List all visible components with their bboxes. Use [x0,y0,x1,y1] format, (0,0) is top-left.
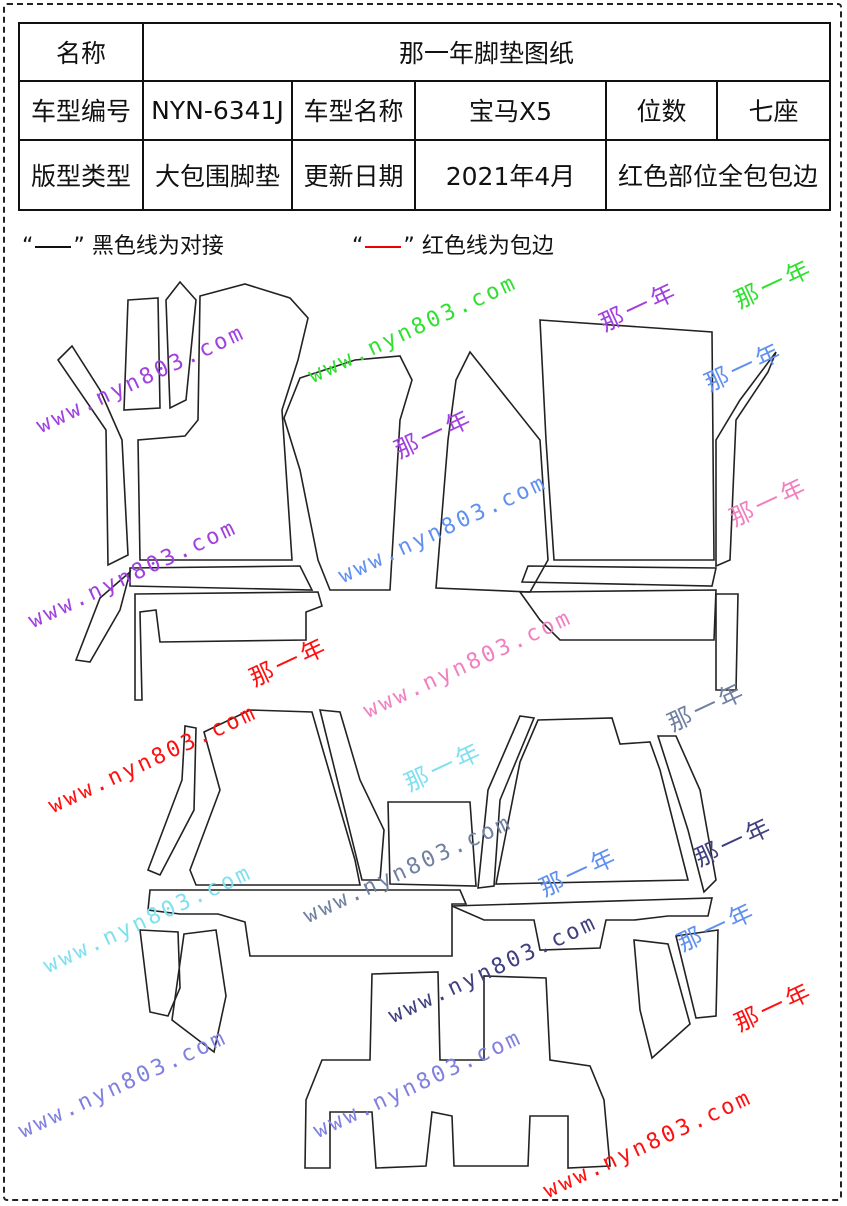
mat-piece [129,565,314,591]
mat-piece [137,283,309,561]
mat-piece [147,889,468,957]
mat-piece [146,725,197,877]
page-border [3,3,842,1201]
quote: ” [403,234,415,259]
mat-piece [539,319,715,561]
type-label: 版型类型 [18,139,144,211]
mat-piece [675,929,719,1019]
mat-piece [304,971,611,1169]
mat-piece [495,717,690,885]
model-name-value: 宝马X5 [414,79,607,142]
mat-piece [283,355,413,591]
model-code-label: 车型编号 [18,79,144,142]
legend-red-text: 红色线为包边 [421,234,554,259]
mat-piece [134,591,323,701]
mat-piece [656,735,717,894]
mat-piece [435,350,549,593]
mat-piece [715,351,777,568]
mat-piece [318,709,385,881]
mat-piece [715,593,739,691]
mat-piece [518,589,717,641]
legend-black: “ ” 黑色线为对接 [22,228,224,260]
mat-piece [387,801,477,887]
mat-piece [123,297,161,411]
date-value: 2021年4月 [414,139,607,211]
black-line-sample [35,246,72,248]
type-value: 大包围脚垫 [142,139,293,211]
mat-piece [165,280,197,410]
info-table: 名称 那一年脚垫图纸 车型编号 NYN-6341J 车型名称 宝马X5 位数 七… [18,22,832,211]
quote: “ [352,234,364,259]
mat-piece [56,344,129,567]
mat-piece [189,709,361,886]
model-code-value: NYN-6341J [142,79,293,142]
seats-label: 位数 [605,79,718,142]
model-name-label: 车型名称 [291,79,416,142]
mat-piece [451,897,714,951]
name-value: 那一年脚垫图纸 [141,22,832,82]
legend-black-text: 黑色线为对接 [91,234,224,259]
mat-piece [520,565,717,587]
edge-note: 红色部位全包包边 [604,139,832,211]
name-label: 名称 [18,22,144,82]
mat-piece [74,569,132,663]
mat-piece [477,715,536,889]
mat-piece [171,929,227,1054]
date-label: 更新日期 [291,139,416,211]
red-line-sample [365,246,402,248]
mat-piece [633,939,691,1060]
quote: ” [73,234,85,259]
legend-red: “ ” 红色线为包边 [352,228,554,260]
seats-value: 七座 [715,79,832,142]
quote: “ [22,234,34,259]
